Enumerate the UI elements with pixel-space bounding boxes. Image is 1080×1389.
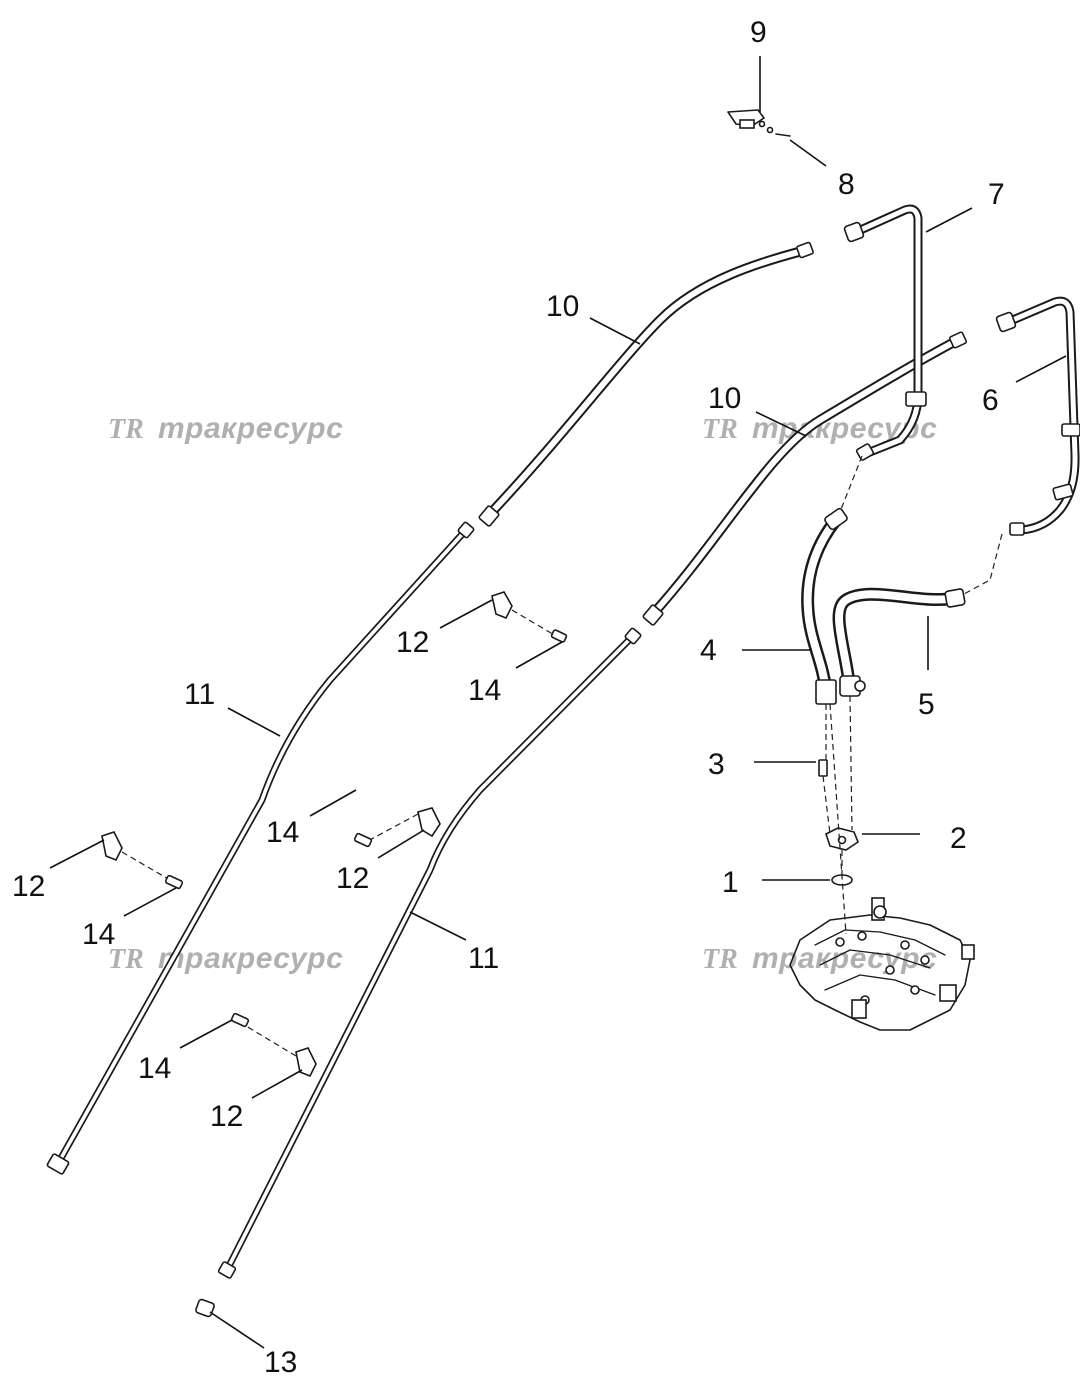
- callout-10-upper: 10: [546, 290, 579, 323]
- leader-lines: [49, 56, 1067, 1349]
- callout-13: 13: [264, 1346, 297, 1379]
- callout-11-left: 11: [184, 678, 215, 711]
- callout-14-left: 14: [82, 918, 115, 951]
- watermark-text: тракресурс: [158, 942, 343, 975]
- watermark-logo: TR: [702, 944, 738, 975]
- callout-4: 4: [700, 634, 717, 667]
- clamp-12-lower: [230, 1012, 317, 1078]
- pipe-6: [995, 296, 1080, 536]
- hose-4: [801, 507, 848, 705]
- callout-12-middle: 12: [336, 862, 369, 895]
- watermark-top-left: TR тракресурс: [108, 412, 343, 445]
- callout-labels: 9 8 7 10 6 10 12 4 14 5 11 3 14 2 12 1 1…: [12, 16, 1005, 1379]
- callout-14-middle: 14: [266, 816, 299, 849]
- callout-12-lower: 12: [210, 1100, 243, 1133]
- assembly-lines: [822, 455, 1003, 935]
- callout-10-lower: 10: [708, 382, 741, 415]
- callout-6: 6: [982, 384, 999, 417]
- watermark-text: тракресурс: [158, 412, 343, 445]
- clamp-12-left: [101, 831, 184, 890]
- hose-5: [832, 587, 966, 697]
- tube-11-left: [46, 521, 475, 1175]
- callout-8: 8: [838, 168, 855, 201]
- hose-10-upper: [478, 241, 814, 527]
- control-valve: [789, 897, 975, 1031]
- watermark-bottom-right: TR тракресурс: [702, 942, 937, 975]
- hose-10-lower: [642, 331, 968, 626]
- callout-12-upper: 12: [396, 626, 429, 659]
- watermark-logo: TR: [108, 944, 144, 975]
- callout-2: 2: [950, 822, 967, 855]
- callout-12-left: 12: [12, 870, 45, 903]
- callout-11-right: 11: [468, 942, 499, 975]
- watermark-text: тракресурс: [752, 942, 937, 975]
- pipe-7: [843, 204, 927, 461]
- callout-5: 5: [918, 688, 935, 721]
- callout-9: 9: [750, 16, 767, 49]
- tube-11-right: [217, 627, 642, 1279]
- flange-2: [825, 827, 859, 851]
- callout-1: 1: [722, 866, 739, 899]
- callout-14-lower: 14: [138, 1052, 171, 1085]
- watermark-logo: TR: [702, 414, 738, 445]
- clamp-12-middle: [353, 807, 441, 848]
- clamp-9: [727, 109, 791, 137]
- callout-3: 3: [708, 748, 725, 781]
- watermark-logo: TR: [108, 414, 144, 445]
- bolt-3: [818, 759, 828, 777]
- callout-14-upper: 14: [468, 674, 501, 707]
- cap-13: [195, 1298, 215, 1318]
- callout-7: 7: [988, 178, 1005, 211]
- clamp-12-upper: [491, 591, 568, 643]
- watermark-bottom-left: TR тракресурс: [108, 942, 343, 975]
